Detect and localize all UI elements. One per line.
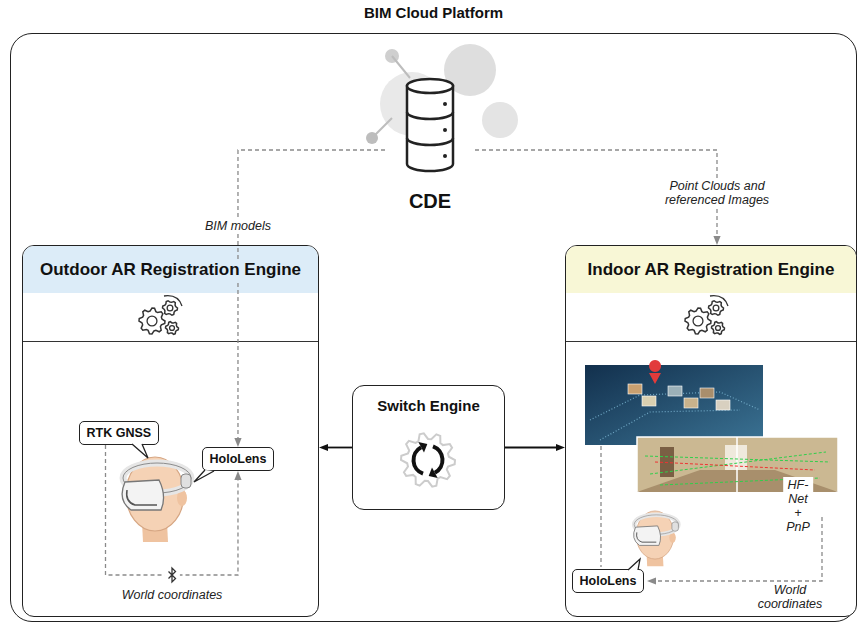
flow-label: Point Clouds and referenced Images bbox=[652, 178, 783, 208]
gear-arrow bbox=[710, 296, 728, 306]
bubble bbox=[482, 102, 518, 138]
photo-divider bbox=[736, 437, 738, 492]
device-callout: RTK GNSS bbox=[79, 421, 160, 445]
rear-pad bbox=[672, 522, 679, 531]
visor bbox=[122, 480, 163, 510]
connector-line bbox=[106, 445, 238, 575]
connector-line bbox=[327, 447, 352, 449]
gear-arrow bbox=[164, 296, 182, 306]
gear-icon bbox=[685, 296, 728, 335]
header-band: Outdoor AR Registration Engine bbox=[23, 246, 318, 293]
node-label: HoloLens bbox=[210, 452, 267, 466]
gear-hub bbox=[170, 326, 175, 331]
connector-line bbox=[505, 447, 557, 449]
node-label: CDE bbox=[409, 190, 451, 215]
gear bbox=[166, 322, 179, 335]
point-cloud bbox=[585, 365, 763, 445]
bubble-link bbox=[372, 56, 410, 138]
gear-hub bbox=[167, 305, 173, 311]
visor bbox=[634, 526, 661, 546]
engine-title: Outdoor AR Registration Engine bbox=[37, 260, 304, 280]
header-rule bbox=[566, 341, 856, 342]
headset-wearer bbox=[122, 457, 191, 542]
gear-hub bbox=[147, 316, 157, 326]
rear-pad bbox=[181, 474, 191, 488]
engine-panel: RTK GNSS HoloLens Outdoor AR Registration … bbox=[22, 245, 319, 617]
gear-hub bbox=[693, 316, 703, 326]
arrowhead bbox=[234, 471, 241, 480]
switch-box: Switch Engine bbox=[352, 385, 505, 510]
gear bbox=[685, 308, 711, 334]
node-label: RTK GNSS bbox=[87, 426, 152, 440]
location-pin bbox=[649, 360, 661, 384]
database-led bbox=[443, 154, 447, 158]
node-label: HoloLens bbox=[580, 574, 637, 588]
platform-title: BIM Cloud Platform bbox=[11, 4, 856, 21]
image-thumbnail bbox=[716, 400, 730, 410]
arrowhead bbox=[556, 444, 565, 451]
header-band: Indoor AR Registration Engine bbox=[566, 246, 856, 293]
gear bbox=[139, 308, 165, 334]
switch-arrow bbox=[319, 444, 352, 451]
visor-glass bbox=[637, 532, 657, 542]
gear-hub bbox=[713, 305, 719, 311]
database-body bbox=[407, 86, 453, 171]
arrowhead bbox=[234, 438, 241, 447]
connector-line bbox=[238, 150, 385, 439]
gear-icon bbox=[139, 296, 182, 335]
header-rule bbox=[23, 341, 318, 342]
image-thumbnail bbox=[628, 384, 642, 394]
flow-label: BIM models bbox=[202, 218, 274, 234]
database-led bbox=[443, 102, 447, 106]
gear bbox=[709, 301, 724, 315]
image-thumbnail bbox=[642, 396, 656, 406]
bluetooth-ground bbox=[164, 567, 180, 583]
method-label: HF-Net + PnP bbox=[783, 477, 813, 535]
callout-tail bbox=[132, 444, 148, 458]
bluetooth-rune bbox=[169, 568, 176, 582]
flow-label: World coordinates bbox=[755, 582, 826, 612]
flow-label: World coordinates bbox=[119, 587, 226, 603]
database-rings bbox=[407, 112, 453, 145]
arrowhead bbox=[713, 236, 720, 245]
callout-tail bbox=[194, 470, 214, 482]
database-icon bbox=[407, 79, 453, 171]
switch-arrow-head bbox=[429, 467, 438, 478]
switch-icon bbox=[401, 433, 455, 486]
database-led bbox=[443, 128, 447, 132]
switch-arrow bbox=[505, 444, 565, 451]
switch-arrow-head bbox=[418, 442, 427, 453]
illustrations bbox=[122, 44, 838, 585]
node-label: Switch Engine bbox=[353, 386, 504, 414]
point-cloud-image bbox=[585, 360, 763, 445]
bluetooth-icon bbox=[164, 567, 180, 583]
callout-tails bbox=[132, 444, 640, 570]
gear-hub bbox=[716, 326, 721, 331]
image-thumbnail bbox=[684, 398, 698, 408]
device-callout: HoloLens bbox=[572, 569, 645, 593]
feature-matches-red bbox=[655, 462, 815, 470]
point-cloud-structure bbox=[590, 392, 760, 440]
database-top bbox=[407, 79, 453, 93]
gear bbox=[163, 301, 178, 315]
image-thumbnail bbox=[668, 386, 682, 396]
dashed-data-flow bbox=[106, 445, 242, 575]
visor-glass bbox=[127, 490, 157, 505]
switch-arrow-arc bbox=[411, 445, 423, 475]
arrowhead bbox=[319, 444, 328, 451]
switch-gear bbox=[401, 433, 455, 486]
switch-arrow-arc bbox=[432, 445, 444, 475]
image-thumbnail bbox=[700, 388, 714, 398]
indoor-localisation-loop bbox=[601, 446, 822, 585]
dashed-data-flow bbox=[234, 150, 385, 447]
arrowhead bbox=[647, 577, 656, 584]
device-callout: HoloLens bbox=[202, 447, 275, 471]
connectors bbox=[106, 150, 721, 575]
dashed-leader bbox=[600, 446, 601, 567]
engine-title: Indoor AR Registration Engine bbox=[585, 260, 838, 280]
gear bbox=[712, 322, 725, 335]
callout-tail bbox=[628, 559, 640, 570]
